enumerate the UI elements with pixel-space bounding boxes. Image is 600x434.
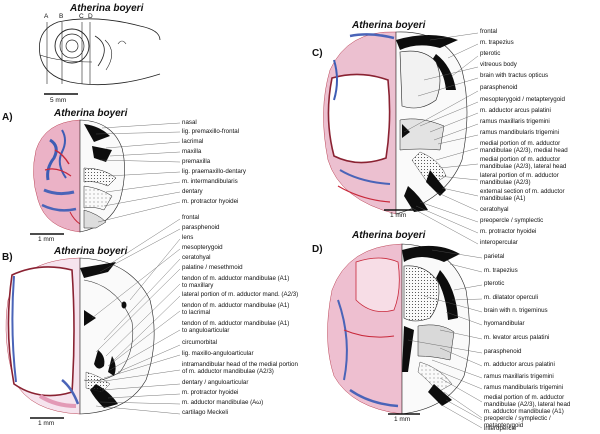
label-brain-tractus-opticus: brain with tractus opticus xyxy=(480,72,549,79)
label-m-adductor-arcus-palatini-d: m. adductor arcus palatini xyxy=(484,361,555,368)
overview-scale-label: 5 mm xyxy=(50,97,67,104)
label-parasphenoid-b: parasphenoid xyxy=(182,224,220,231)
label-ceratohyal-c: ceratohyal xyxy=(480,206,509,213)
label-nasal: nasal xyxy=(182,119,197,126)
label-lig-premaxillo-frontal: lig. premaxillo-frontal xyxy=(182,128,240,135)
panel-d-letter: D) xyxy=(312,244,323,255)
panel-d-title: Atherina boyeri xyxy=(352,230,426,241)
label-palatine-mesethmoid: palatine / mesethmoid xyxy=(182,264,243,271)
panel-d-scale: 1 mm xyxy=(394,416,411,423)
label-interopercle: interopercle xyxy=(484,425,517,432)
panel-a-title: Atherina boyeri xyxy=(54,108,128,119)
label-m-protractor-hyoidei-c: m. protractor hyoidei xyxy=(480,228,537,235)
label-m-protractor-hyoidei-b: m. protractor hyoidei xyxy=(182,389,239,396)
label-m-protractor-hyoidei: m. protractor hyoidei xyxy=(182,198,239,205)
section-letter-c: C xyxy=(79,13,84,20)
label-m-levator-arcus-palatini: m. levator arcus palatini xyxy=(484,334,550,341)
label-medial-a23-lateral-head-d: medial portion of m. adductor mandibulae… xyxy=(484,394,571,408)
label-lens: lens xyxy=(182,234,194,241)
label-dentary: dentary xyxy=(182,188,203,195)
panel-c-letter: C) xyxy=(312,48,323,59)
label-lig-maxillo-anguloarticular: lig. maxillo-anguloarticular xyxy=(182,350,254,357)
overview-title: Atherina boyeri xyxy=(70,3,144,14)
label-circumorbital: circumorbital xyxy=(182,339,218,346)
label-m-adductor-mandibulae-a1: m. adductor mandibulae (A1) xyxy=(484,408,564,415)
label-lacrimal: lacrimal xyxy=(182,138,204,145)
label-mesopterygoid: mesopterygoid xyxy=(182,244,223,251)
label-m-adductor-arcus-palatini-c: m. adductor arcus palatini xyxy=(480,107,551,114)
panel-c-title: Atherina boyeri xyxy=(352,20,426,31)
label-intramandibular-head: intramandibular head of the medial porti… xyxy=(182,361,298,375)
label-m-trapezius-d: m. trapezius xyxy=(484,267,518,274)
panel-a-scale: 1 mm xyxy=(38,236,55,243)
label-ceratohyal-b: ceratohyal xyxy=(182,254,211,261)
label-brain-n-trigeminus: brain with n. trigeminus xyxy=(484,307,548,314)
label-cartilago-meckeli: cartilago Meckeli xyxy=(182,409,229,416)
label-tendon-a1-maxillary: tendon of m. adductor mandibulae (A1) to… xyxy=(182,275,290,289)
label-ramus-mandibularis-c: ramus mandibularis trigemini xyxy=(480,129,560,136)
label-preopercle-symplectic-c: preopercle / symplectic xyxy=(480,217,544,224)
label-ramus-maxillaris-c: ramus maxillaris trigemini xyxy=(480,118,550,125)
label-frontal-b: frontal xyxy=(182,214,200,221)
label-preopercle-symplectic-metapterygoid: preopercle / symplectic / metapterygoid xyxy=(484,415,551,429)
label-vitreous-body: vitreous body xyxy=(480,61,517,68)
label-lateral-portion-a23: lateral portion of m. adductor mand. (A2… xyxy=(182,291,299,298)
label-frontal-c: frontal xyxy=(480,28,498,35)
label-lateral-a23-c: lateral portion of m. adductor mandibula… xyxy=(480,172,559,186)
panel-b-letter: B) xyxy=(2,252,13,263)
label-interopercular: interopercular xyxy=(480,239,518,246)
section-letter-d: D xyxy=(88,13,93,20)
label-m-trapezius-c: m. trapezius xyxy=(480,39,514,46)
label-medial-a23-lateral-head-c: medial portion of m. adductor mandibulae… xyxy=(480,156,567,170)
label-maxilla: maxilla xyxy=(182,148,202,155)
label-hyomandibular: hyomandibular xyxy=(484,320,525,327)
panel-c-scale: 1 mm xyxy=(390,212,407,219)
label-tendon-a1-anguloarticular: tendon of m. adductor mandibulae (A1) to… xyxy=(182,320,290,334)
label-ramus-mandibularis-d: ramus mandibularis trigemini xyxy=(484,384,564,391)
section-letter-a: A xyxy=(44,13,49,20)
label-mesopterygoid-metapterygoid: mesopterygoid / metapterygoid xyxy=(480,96,565,103)
label-parasphenoid-d: parasphenoid xyxy=(484,348,522,355)
label-premaxilla: premaxilla xyxy=(182,158,211,165)
label-parietal: parietal xyxy=(484,253,505,260)
label-m-adductor-mandibulae-aw: m. adductor mandibulae (Aω) xyxy=(182,399,264,406)
panel-a-letter: A) xyxy=(2,112,13,123)
label-pterotic-c: pterotic xyxy=(480,50,501,57)
panel-b-scale: 1 mm xyxy=(38,420,55,427)
section-letter-b: B xyxy=(59,13,64,20)
label-lig-praemaxillo-dentary: lig. praemaxillo-dentary xyxy=(182,168,246,175)
label-ramus-maxillaris-d: ramus maxillaris trigemini xyxy=(484,373,554,380)
label-tendon-a1-lacrimal: tendon of m. adductor mandibulae (A1) to… xyxy=(182,302,290,316)
label-parasphenoid-c: parasphenoid xyxy=(480,84,518,91)
label-m-intermandibularis: m. intermandibularis xyxy=(182,178,238,185)
label-m-dilatator-operculi: m. dilatator operculi xyxy=(484,294,538,301)
label-medial-a23-medial-head: medial portion of m. adductor mandibulae… xyxy=(480,140,568,154)
label-pterotic-d: pterotic xyxy=(484,280,505,287)
label-dentary-anguloarticular: dentary / anguloarticular xyxy=(182,379,249,386)
panel-b-title: Atherina boyeri xyxy=(54,246,128,257)
label-external-a1: external section of m. adductor mandibul… xyxy=(480,188,565,202)
